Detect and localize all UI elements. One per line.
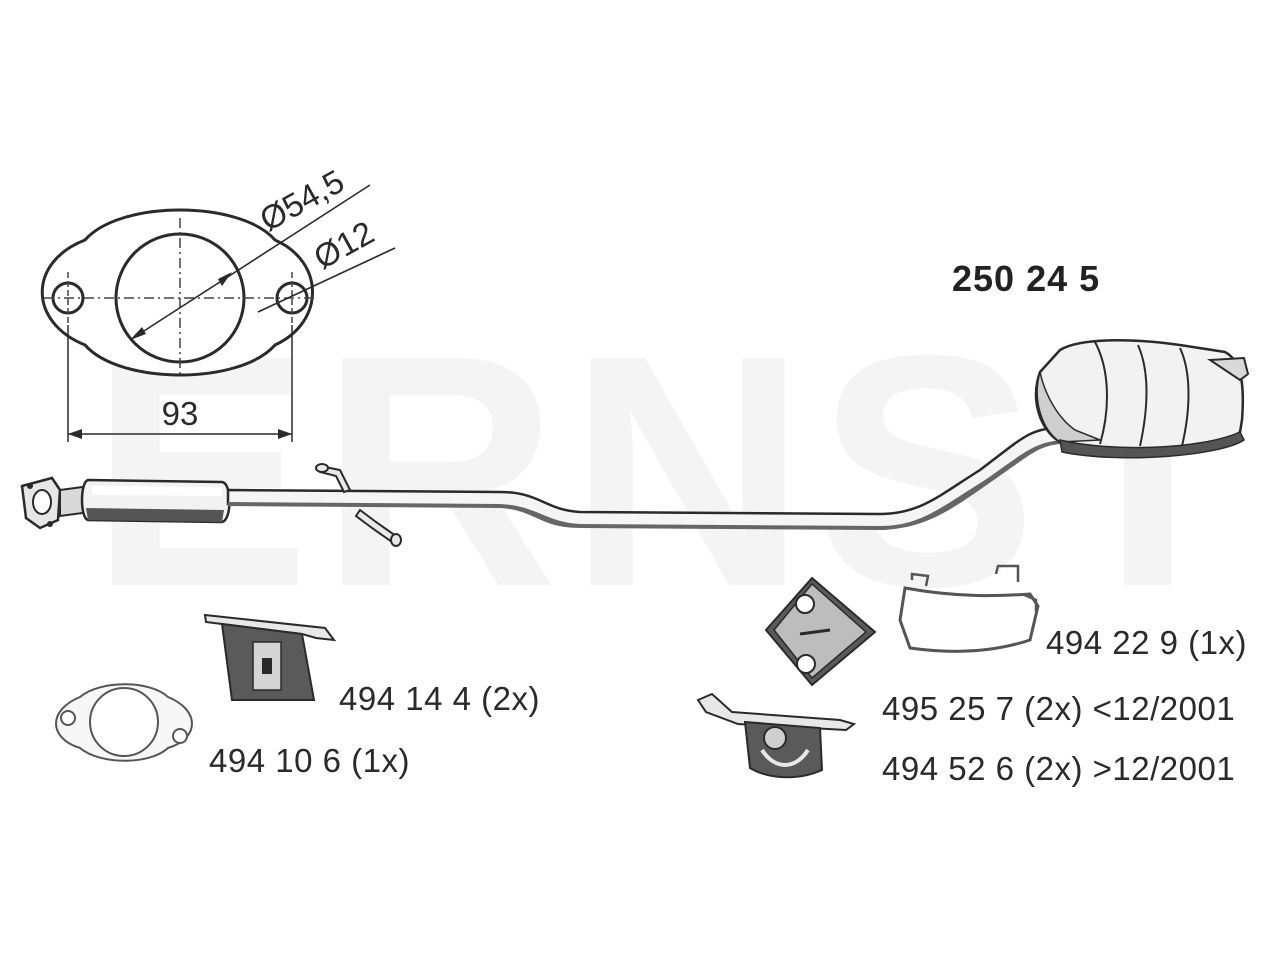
exhaust-assembly — [20, 339, 1250, 547]
hanger-494-14-4 — [203, 613, 337, 701]
bolt-spacing-label: 93 — [162, 395, 199, 432]
bolt-hole-leader — [257, 247, 396, 313]
part-label-495-25-7: 495 25 7 (2x) <12/2001 — [882, 690, 1236, 727]
diameter-label: Ø54,5 — [253, 162, 350, 238]
part-label-494-22-9: 494 22 9 (1x) — [1046, 624, 1247, 661]
part-label-494-52-6: 494 52 6 (2x) >12/2001 — [882, 750, 1236, 787]
main-part-number: 250 24 5 — [952, 258, 1101, 299]
clip-494-22-9 — [898, 564, 1040, 653]
center-resonator — [80, 478, 231, 524]
gasket-494-10-6 — [55, 683, 193, 762]
part-label-494-14-4: 494 14 4 (2x) — [339, 680, 540, 717]
rubber-mount-495-25-7 — [764, 576, 877, 687]
hanger-494-52-6 — [696, 692, 857, 779]
hanger-pin-upper — [315, 463, 352, 494]
watermark-text: ERNST — [90, 286, 1258, 655]
inlet-flange — [20, 476, 62, 530]
rear-muffler — [1034, 339, 1250, 459]
hanger-pin-lower — [354, 508, 402, 547]
diameter-leader — [129, 184, 371, 341]
part-label-494-10-6: 494 10 6 (1x) — [209, 742, 410, 779]
flange-outline — [40, 208, 314, 377]
bolt-hole-label: Ø12 — [307, 214, 379, 277]
